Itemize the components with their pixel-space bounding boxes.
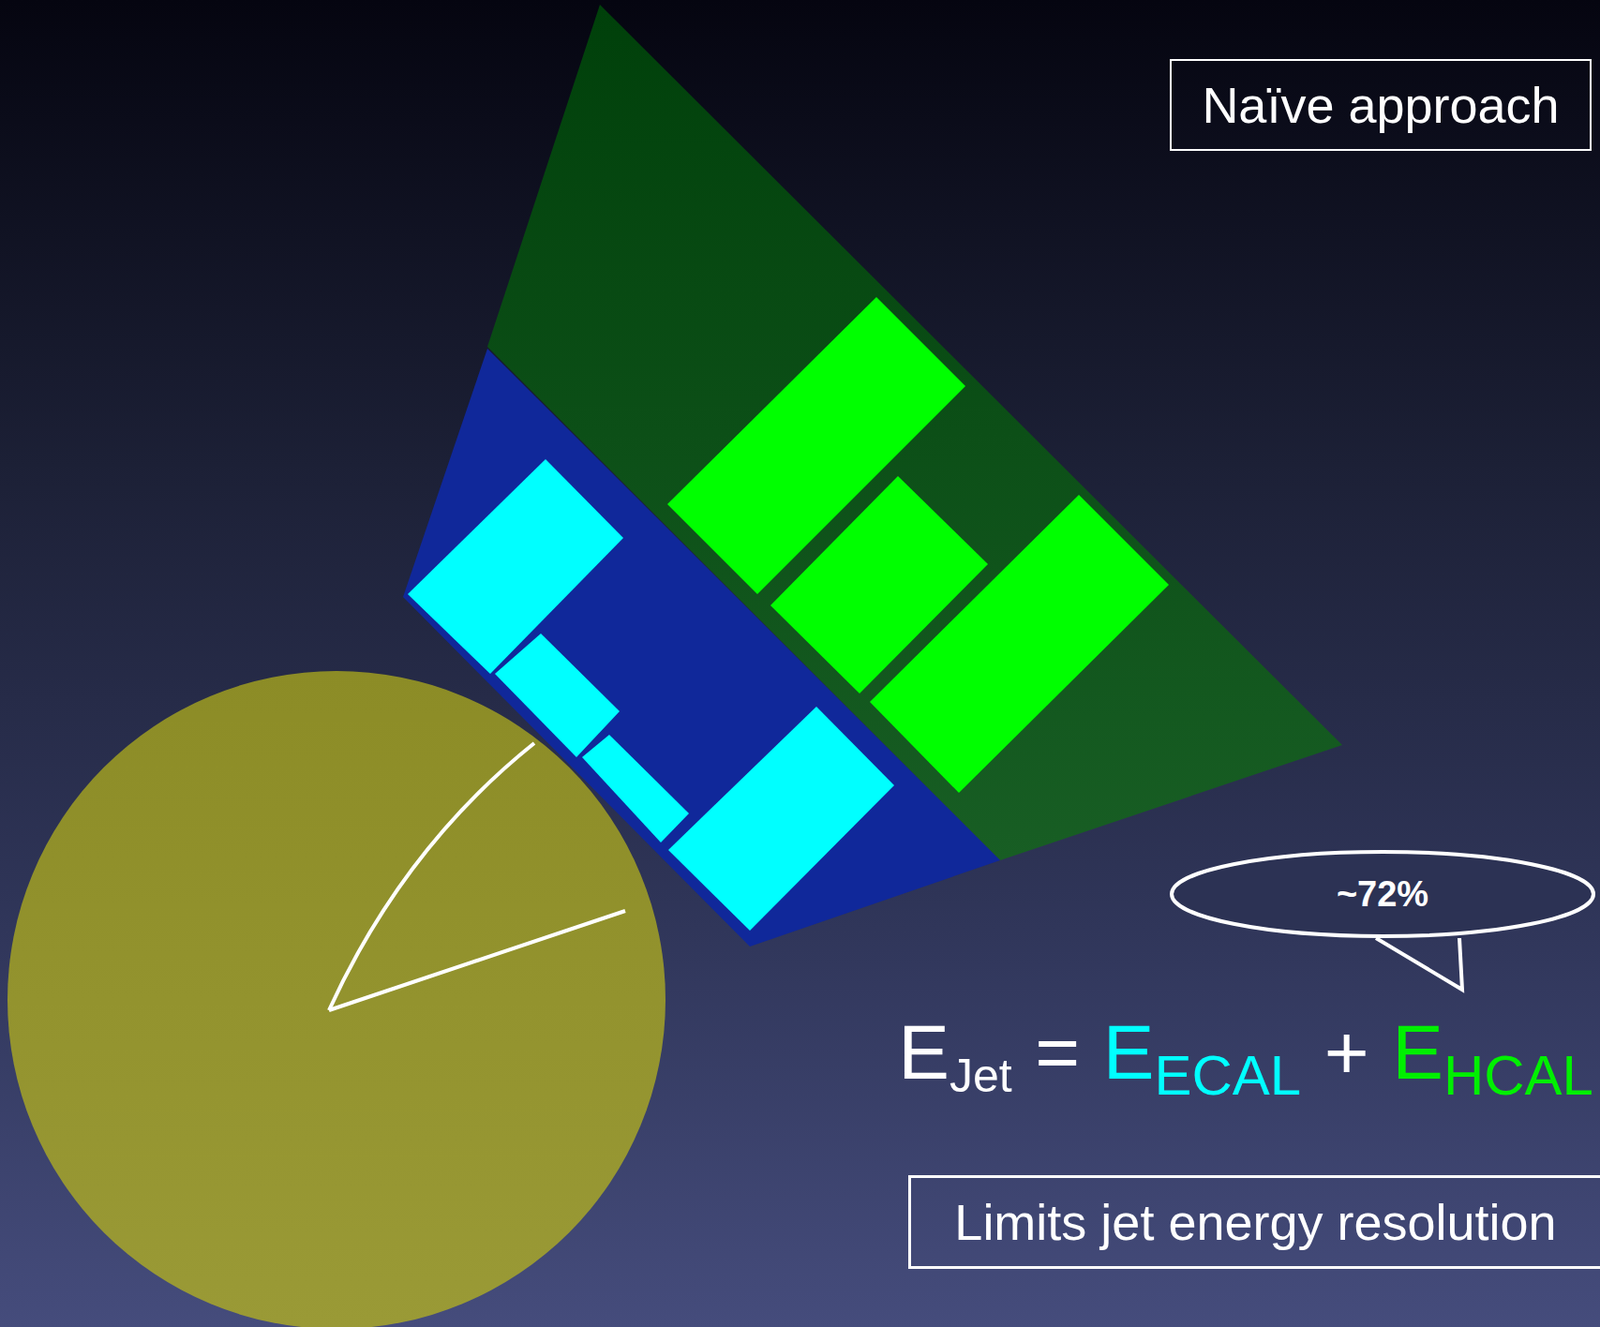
note-box: Limits jet energy resolution [908, 1175, 1600, 1270]
title-box: Naïve approach [1169, 59, 1592, 151]
bubble-tail [1375, 938, 1463, 990]
formula-subscript: ECAL [1153, 1047, 1301, 1105]
formula-symbol: E [1103, 1014, 1155, 1092]
formula-subscript: HCAL [1443, 1047, 1594, 1105]
tracker-disc [7, 671, 666, 1327]
node-text: Naïve approach [1201, 75, 1559, 135]
formula-symbol: E [897, 1014, 950, 1092]
callout-bubble: ~72% [1167, 848, 1598, 941]
energy-formula: EJet=EECAL+EHCAL [897, 1014, 1594, 1105]
node-text: ~72% [1336, 874, 1429, 915]
hcal-deposits [667, 297, 1169, 793]
formula-subscript: Jet [949, 1052, 1013, 1100]
formula-symbol: = [1034, 1014, 1080, 1092]
node-text: Limits jet energy resolution [954, 1193, 1556, 1252]
track-curve [328, 743, 535, 1011]
formula-symbol: E [1391, 1014, 1444, 1092]
formula-symbol: + [1324, 1014, 1370, 1092]
